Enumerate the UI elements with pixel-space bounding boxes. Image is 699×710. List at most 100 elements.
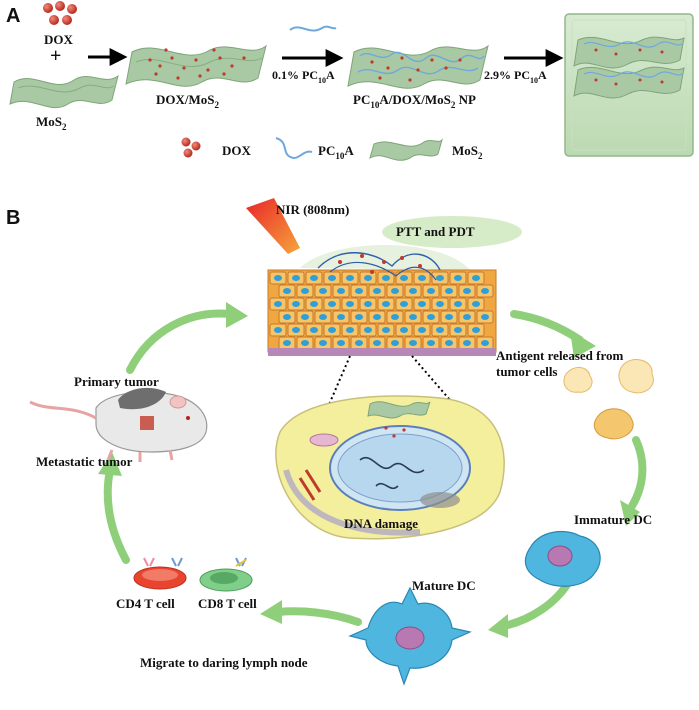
tumor-cell-nucleus (427, 340, 435, 346)
ptt-pdt-bubble (382, 216, 522, 248)
tumor-cell-nucleus (337, 288, 345, 294)
antigen-label-line2: tumor cells (496, 364, 558, 379)
arrowhead-tumor-to-antigen (570, 330, 596, 358)
tumor-cell-nucleus (454, 301, 462, 307)
tumor-cell-nucleus (418, 327, 426, 333)
panel-a-letter: A (6, 5, 20, 27)
tumor-cell-nucleus (301, 340, 309, 346)
tumor-cell-nucleus (427, 314, 435, 320)
mouse-icon (29, 387, 208, 462)
tumor-cell-nucleus (283, 314, 291, 320)
primary-tumor-label: Primary tumor (74, 374, 159, 389)
tumor-cell-nucleus (346, 301, 354, 307)
step2-label: 2.9% PC10A (484, 68, 547, 85)
dox-mos2-label: DOX/MoS2 (156, 92, 220, 110)
nir-label: NIR (808nm) (276, 202, 349, 217)
cd8-t-cell-icon (199, 557, 253, 592)
np-label: PC10A/DOX/MoS2 NP (353, 92, 476, 110)
tumor-cell-nucleus (400, 301, 408, 307)
arrow-tcell-to-mouse (103, 466, 130, 564)
dox-label: DOX (44, 32, 74, 47)
tumor-cell-nucleus (301, 288, 309, 294)
tumor-cell-nucleus (355, 340, 363, 346)
tumor-cell-nucleus (382, 327, 390, 333)
legend-dox-icon (181, 137, 201, 158)
tumor-cell-nucleus (346, 327, 354, 333)
tumor-cell-nucleus (274, 301, 282, 307)
tumor-cell-nucleus (346, 275, 354, 281)
tumor-cell-nucleus (463, 288, 471, 294)
legend-pc10a-label: PC10A (318, 143, 354, 161)
dna-damage-label: DNA damage (344, 516, 418, 531)
zoom-line-left (317, 355, 351, 431)
tumor-cell-nucleus (274, 327, 282, 333)
mos2-sheet-icon (9, 74, 119, 109)
legend-pc10a-icon (275, 137, 313, 160)
panel-b-letter: B (6, 207, 20, 229)
tumor-cell-nucleus (454, 327, 462, 333)
nir-laser-icon (246, 198, 300, 254)
tumor-cell-nucleus (364, 301, 372, 307)
plus-sign: + (50, 45, 61, 67)
tumor-cell-nucleus (472, 301, 480, 307)
tumor-cell-nucleus (409, 314, 417, 320)
tumor-cell-nucleus (400, 327, 408, 333)
tumor-cell-nucleus (328, 327, 336, 333)
tumor-cell-nucleus (391, 288, 399, 294)
tumor-cell-nucleus (364, 275, 372, 281)
tumor-cell-nucleus (427, 288, 435, 294)
arrow-immature-to-mature (500, 576, 574, 630)
tumor-cell-nucleus (328, 275, 336, 281)
mature-dc-icon (348, 586, 472, 686)
tumor-cell-grid (269, 271, 494, 350)
migrate-label: Migrate to daring lymph node (140, 655, 308, 670)
tumor-cell-nucleus (355, 288, 363, 294)
tumor-cell-nucleus (373, 340, 381, 346)
tumor-cell-nucleus (355, 314, 363, 320)
tumor-cell-nucleus (418, 275, 426, 281)
tumor-cell-nucleus (319, 314, 327, 320)
arrow-dc-to-tcell (274, 607, 362, 626)
tumor-cell-nucleus (319, 340, 327, 346)
tumor-cell-nucleus (292, 301, 300, 307)
arrowhead-mouse-to-tumor (226, 302, 248, 328)
arrow-tumor-to-antigen (510, 310, 584, 344)
tumor-cell-nucleus (310, 301, 318, 307)
arrow-mouse-to-tumor (126, 309, 234, 374)
tumor-cell-nucleus (337, 340, 345, 346)
tumor-cell-nucleus (292, 275, 300, 281)
cd4-label: CD4 T cell (116, 596, 175, 611)
antigen-label-line1: Antigent released from (496, 348, 623, 363)
legend-mos2-label: MoS2 (452, 143, 483, 161)
tumor-cell-nucleus (391, 314, 399, 320)
cd4-t-cell-icon (133, 557, 187, 590)
tumor-cell-nucleus (445, 288, 453, 294)
tumor-cell-nucleus (436, 275, 444, 281)
tumor-cell-nucleus (481, 288, 489, 294)
tumor-cell-nucleus (409, 288, 417, 294)
ptt-pdt-label: PTT and PDT (396, 224, 475, 239)
tumor-cell-nucleus (364, 327, 372, 333)
tumor-cell-nucleus (337, 314, 345, 320)
cd8-label: CD8 T cell (198, 596, 257, 611)
tumor-cell-nucleus (283, 340, 291, 346)
arrowhead-tcell-to-mouse (98, 452, 122, 476)
tumor-cell-nucleus (373, 314, 381, 320)
tumor-cell-nucleus (409, 340, 417, 346)
dox-mos2-sheet-icon (125, 44, 267, 87)
arrowhead-immature-to-mature (488, 614, 508, 638)
mature-dc-label: Mature DC (412, 578, 476, 593)
tumor-cell-nucleus (382, 275, 390, 281)
tumor-cell-icon (275, 395, 505, 540)
tumor-cell-nucleus (418, 301, 426, 307)
pc10a-polymer-icon (289, 25, 337, 32)
tumor-cell-nucleus (472, 327, 480, 333)
dox-molecules-icon (43, 1, 77, 25)
antigen-fragments-icon (563, 359, 654, 440)
tumor-cell-nucleus (310, 275, 318, 281)
arrowhead-dc-to-tcell (260, 600, 282, 624)
legend-dox-label: DOX (222, 143, 252, 158)
immature-dc-label: Immature DC (574, 512, 652, 527)
